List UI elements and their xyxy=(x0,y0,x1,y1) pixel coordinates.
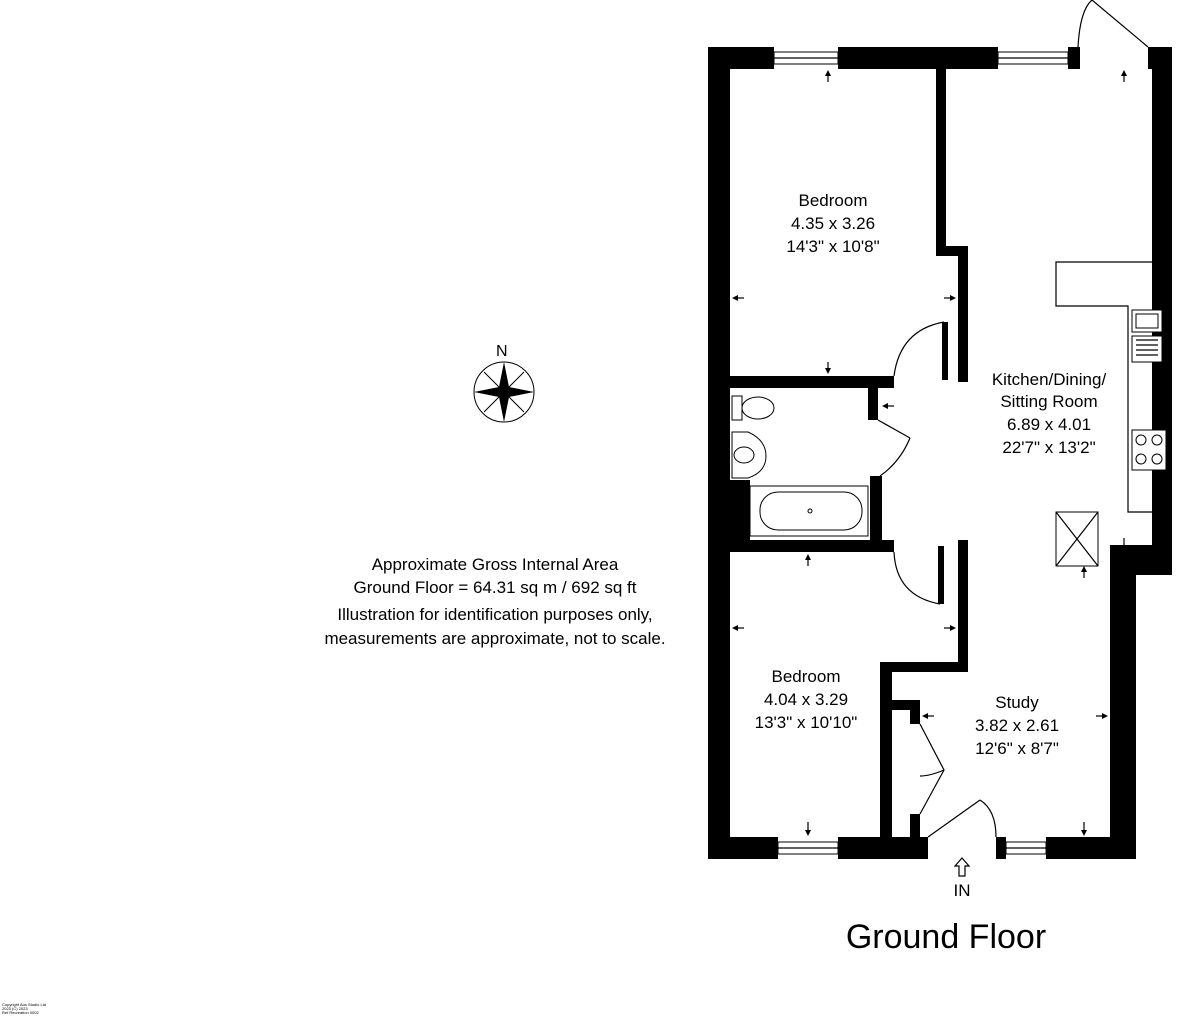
room-name-line1: Kitchen/Dining/ xyxy=(992,370,1107,389)
entrance-label: IN xyxy=(954,881,971,900)
room-label-bedroom-bottom: Bedroom 4.04 x 3.29 13'3" x 10'10" xyxy=(755,667,858,732)
room-name: Bedroom xyxy=(772,667,841,686)
copyright-line1: Copyright Aus Studio Ltd xyxy=(2,1002,46,1007)
compass-north-label: N xyxy=(496,343,508,360)
area-note-line2: Ground Floor = 64.31 sq m / 692 sq ft xyxy=(353,578,636,597)
copyright-line2: 2023 (C) 2023 xyxy=(2,1006,28,1011)
dimension-arrows xyxy=(732,70,1166,836)
area-note-line3: Illustration for identification purposes… xyxy=(337,605,652,624)
doors xyxy=(877,0,1149,838)
entrance-arrow-icon xyxy=(953,857,971,877)
room-imperial: 22'7" x 13'2" xyxy=(1002,438,1095,457)
area-note-line1: Approximate Gross Internal Area xyxy=(372,555,619,574)
copyright-line3: Ref Recreation 0002 xyxy=(2,1010,39,1015)
floor-title: Ground Floor xyxy=(846,918,1046,956)
room-metric: 4.35 x 3.26 xyxy=(791,214,875,233)
area-note: Approximate Gross Internal Area Ground F… xyxy=(324,555,665,648)
kitchen-fixtures xyxy=(1055,261,1167,567)
room-label-kitchen: Kitchen/Dining/ Sitting Room 6.89 x 4.01… xyxy=(992,370,1107,457)
room-metric: 4.04 x 3.29 xyxy=(764,690,848,709)
room-imperial: 14'3" x 10'8" xyxy=(786,237,879,256)
windows xyxy=(773,51,1069,855)
area-note-line4: measurements are approximate, not to sca… xyxy=(324,629,665,648)
room-name-line2: Sitting Room xyxy=(1000,392,1097,411)
room-metric: 6.89 x 4.01 xyxy=(1007,415,1091,434)
room-imperial: 13'3" x 10'10" xyxy=(755,713,858,732)
room-name: Study xyxy=(995,693,1039,712)
entrance-marker: IN xyxy=(953,857,971,900)
bathroom-fixtures xyxy=(731,395,869,537)
copyright-note: Copyright Aus Studio Ltd 2023 (C) 2023 R… xyxy=(2,1002,46,1015)
exterior-walls xyxy=(708,47,1172,859)
room-label-bedroom-top: Bedroom 4.35 x 3.26 14'3" x 10'8" xyxy=(786,191,879,256)
interior-walls xyxy=(708,60,968,840)
compass-icon: N xyxy=(473,343,535,423)
room-metric: 3.82 x 2.61 xyxy=(975,716,1059,735)
room-imperial: 12'6" x 8'7" xyxy=(975,739,1059,758)
room-name: Bedroom xyxy=(799,191,868,210)
room-label-study: Study 3.82 x 2.61 12'6" x 8'7" xyxy=(975,693,1059,758)
